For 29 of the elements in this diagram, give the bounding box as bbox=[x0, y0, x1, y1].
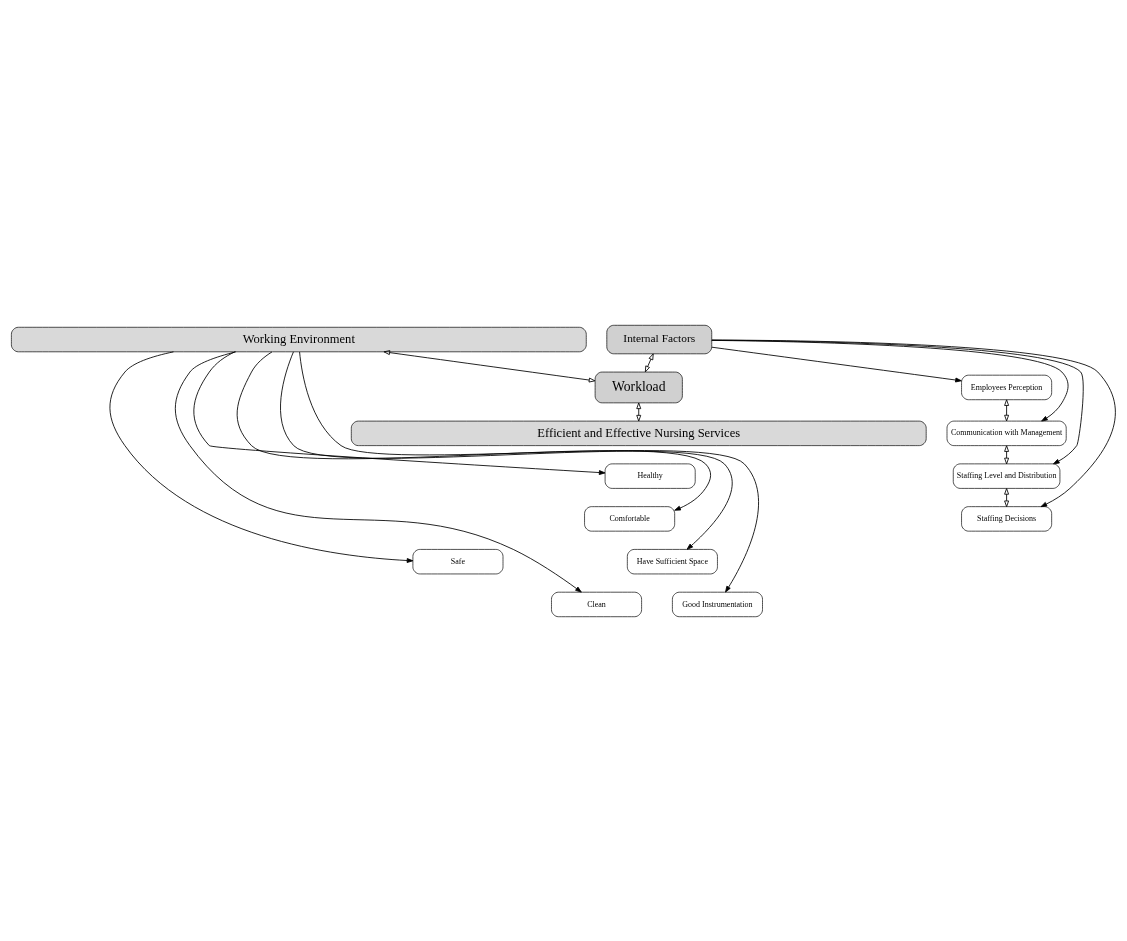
arrow bbox=[1004, 444, 1010, 464]
arrow bbox=[644, 352, 654, 372]
node-box: Staffing Decisions bbox=[961, 505, 1052, 531]
node-box: Comfortable bbox=[584, 505, 675, 531]
arrow bbox=[711, 346, 962, 382]
arrow bbox=[711, 339, 1069, 421]
node-box: Clean bbox=[551, 591, 642, 617]
node-box: Communication with Management bbox=[946, 420, 1067, 446]
node-box: Efficient and Effective Nursing Services bbox=[350, 420, 927, 446]
arrow bbox=[711, 339, 1116, 507]
node-box: Employees Perception bbox=[961, 374, 1052, 400]
arrow bbox=[174, 350, 582, 593]
arrow bbox=[383, 349, 596, 382]
arrow bbox=[1004, 398, 1010, 421]
arrow bbox=[299, 351, 759, 592]
node-box: Staffing Level and Distribution bbox=[952, 463, 1061, 489]
arrow bbox=[636, 402, 642, 421]
arrow bbox=[236, 351, 712, 511]
node-box: Safe bbox=[412, 548, 504, 574]
arrow bbox=[193, 350, 606, 475]
node-box: Workload bbox=[594, 371, 683, 403]
node-box: Healthy bbox=[604, 463, 696, 489]
node-box: Internal Factors bbox=[606, 324, 713, 354]
arrow bbox=[711, 339, 1084, 464]
node-box: Have Sufficient Space bbox=[627, 548, 718, 574]
node-box: Working Environment bbox=[11, 326, 587, 352]
node-box: Good Instrumentation bbox=[672, 591, 763, 617]
arrow bbox=[109, 350, 414, 563]
arrow bbox=[280, 350, 733, 550]
